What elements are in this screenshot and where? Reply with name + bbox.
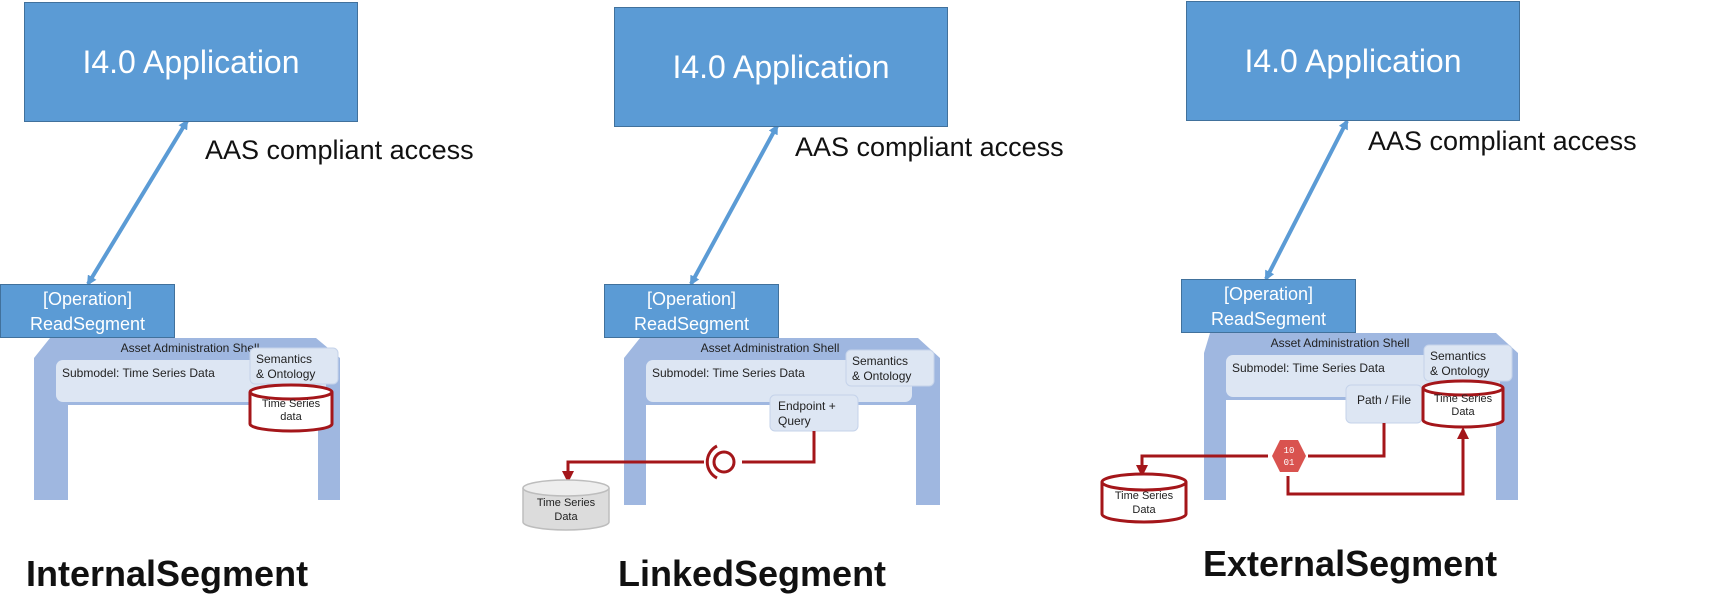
operation-line1: [Operation] bbox=[646, 289, 737, 309]
db-label-line2: Data bbox=[1451, 406, 1475, 418]
db-label-line1: Time Series bbox=[1434, 393, 1493, 405]
access-arrow bbox=[689, 124, 779, 286]
shell-title: Asset Administration Shell bbox=[1271, 336, 1410, 350]
submodel-label: Submodel: Time Series Data bbox=[652, 366, 805, 380]
external-database-icon: Time Series Data bbox=[522, 479, 610, 531]
segment-title: ExternalSegment bbox=[1203, 543, 1498, 584]
semantics-line1: Semantics bbox=[1430, 349, 1486, 363]
operation-line1: [Operation] bbox=[1223, 284, 1314, 304]
semantics-line1: Semantics bbox=[852, 354, 908, 368]
submodel-label: Submodel: Time Series Data bbox=[62, 366, 215, 380]
binary-file-icon: 10 01 bbox=[1272, 440, 1306, 472]
i40-application-box: I4.0 Application bbox=[24, 2, 358, 122]
submodel-label: Submodel: Time Series Data bbox=[1232, 361, 1385, 375]
access-arrow bbox=[1264, 119, 1349, 281]
database-icon: Time Series Data bbox=[1421, 379, 1505, 429]
access-label: AAS compliant access bbox=[795, 132, 1064, 162]
semantics-line2: & Ontology bbox=[852, 369, 911, 383]
db-label-line2: data bbox=[280, 411, 302, 423]
access-arrow bbox=[86, 119, 189, 286]
semantics-line1: Semantics bbox=[256, 352, 312, 366]
link-connector bbox=[562, 431, 816, 483]
operation-line2: ReadSegment bbox=[29, 314, 146, 334]
segment-title: InternalSegment bbox=[26, 553, 309, 594]
i40-application-box: I4.0 Application bbox=[1186, 1, 1520, 121]
segment-title: LinkedSegment bbox=[618, 553, 887, 594]
asset-administration-shell: Asset Administration Shell Submodel: Tim… bbox=[34, 338, 340, 500]
semantics-line2: & Ontology bbox=[1430, 364, 1489, 378]
external-db-line1: Time Series bbox=[1115, 490, 1174, 502]
db-label-line1: Time Series bbox=[262, 398, 321, 410]
panel-internal-graphics: Asset Administration Shell Submodel: Tim… bbox=[34, 119, 340, 500]
external-db-line2: Data bbox=[554, 511, 578, 523]
endpoint-line1: Endpoint + bbox=[778, 399, 836, 413]
panel-linked-graphics: Asset Administration Shell Submodel: Tim… bbox=[522, 124, 940, 531]
asset-administration-shell: Asset Administration Shell Submodel: Tim… bbox=[624, 338, 940, 505]
operation-line2: ReadSegment bbox=[633, 314, 750, 334]
shell-title: Asset Administration Shell bbox=[701, 341, 840, 355]
path-file-label: Path / File bbox=[1357, 393, 1411, 407]
binary-line1: 10 bbox=[1284, 446, 1295, 456]
external-db-line2: Data bbox=[1132, 504, 1156, 516]
asset-administration-shell: Asset Administration Shell Submodel: Tim… bbox=[1204, 333, 1518, 500]
external-database-icon: Time Series Data bbox=[1100, 472, 1188, 524]
file-connector: 10 01 bbox=[1136, 423, 1469, 496]
binary-line2: 01 bbox=[1284, 458, 1295, 468]
panel-external-graphics: Asset Administration Shell Submodel: Tim… bbox=[1100, 119, 1518, 524]
shell-title: Asset Administration Shell bbox=[121, 341, 260, 355]
operation-readsegment-box: [Operation] ReadSegment bbox=[1181, 279, 1356, 333]
endpoint-line2: Query bbox=[778, 414, 811, 428]
operation-line2: ReadSegment bbox=[1210, 309, 1327, 329]
external-db-line1: Time Series bbox=[537, 497, 596, 509]
semantics-box bbox=[845, 349, 935, 387]
operation-line1: [Operation] bbox=[42, 289, 133, 309]
access-label: AAS compliant access bbox=[1368, 126, 1637, 156]
i40-application-box: I4.0 Application bbox=[614, 7, 948, 127]
operation-readsegment-box: [Operation] ReadSegment bbox=[0, 284, 175, 338]
operation-readsegment-box: [Operation] ReadSegment bbox=[604, 284, 779, 338]
access-label: AAS compliant access bbox=[205, 135, 474, 165]
database-icon: Time Series data bbox=[248, 383, 334, 433]
link-icon bbox=[712, 450, 736, 474]
semantics-line2: & Ontology bbox=[256, 367, 315, 381]
